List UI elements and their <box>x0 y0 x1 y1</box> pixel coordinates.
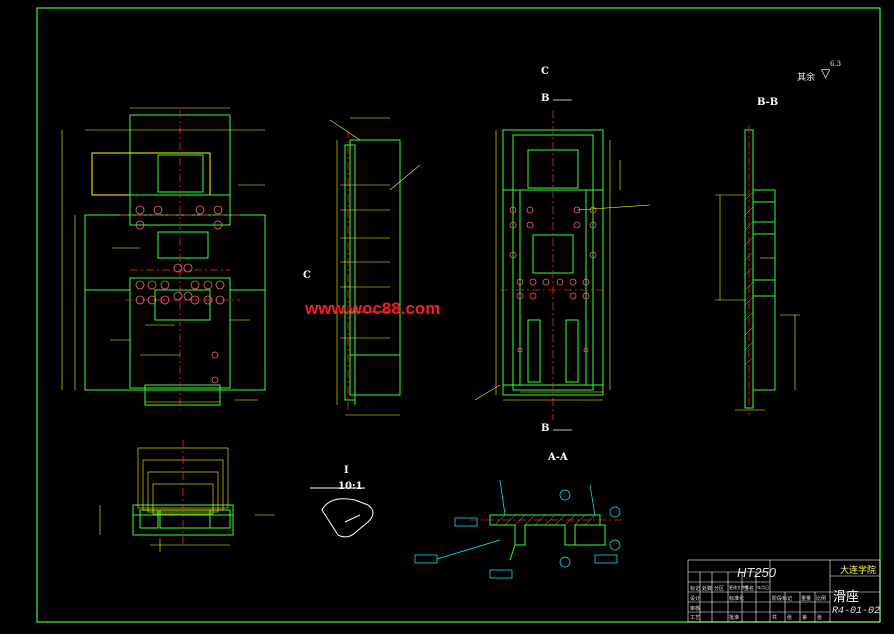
title-block-sign-label-0: 设计 <box>690 596 701 602</box>
section-c-side-label: C <box>303 270 311 281</box>
detail-scale: 10:1 <box>338 481 363 492</box>
front-view-centerlines <box>120 110 240 410</box>
view-c-section-arrows <box>553 99 572 431</box>
end-view-dimensions <box>99 447 275 552</box>
section-aa-body <box>489 514 606 561</box>
title-block-row-label-3: 更改文件号 <box>729 585 749 590</box>
title-block-stage-label-1: 重量 <box>801 596 812 602</box>
title-block-sheet-label-0: 共 <box>772 615 778 621</box>
view-bb-dimensions <box>715 194 800 411</box>
title-block-row-label-2: 分区 <box>714 586 725 592</box>
section-aa-annotations <box>414 479 621 579</box>
view-c-centerline <box>500 110 606 420</box>
front-view-plate <box>84 114 266 406</box>
title-block-stage-label-0: 阶段标记 <box>772 596 793 602</box>
title-block-sheet-label-1: 张 <box>787 615 793 621</box>
title-block-part-name: 滑座 <box>833 590 860 605</box>
side-view-features <box>329 117 421 416</box>
title-block-sheet-label-3: 张 <box>817 615 823 621</box>
view-c-title: C <box>541 66 549 77</box>
front-view-holes <box>135 205 225 384</box>
roughness-value: 6.3 <box>830 60 842 68</box>
detail-i-shape <box>310 487 374 538</box>
title-block-row-label-0: 标记 <box>690 586 701 592</box>
section-b-top-label: B <box>541 93 550 104</box>
title-block-grid <box>687 559 881 623</box>
title-block-drawing-code: R4-01-02 <box>832 606 881 617</box>
section-b-bottom-label: B <box>541 423 550 434</box>
roughness-note: 其余 <box>797 73 816 83</box>
view-c-dimensions <box>474 130 651 401</box>
title-block-sign-label-2: 审核 <box>690 606 701 612</box>
title-block-sign-label-4: 批准 <box>729 615 740 621</box>
title-block-row-label-5: 年月日 <box>757 585 769 590</box>
title-block-row-label-1: 处数 <box>702 586 713 592</box>
title-block-material: HT250 <box>737 565 777 580</box>
title-block-sign-label-1: 标准化 <box>729 596 745 602</box>
view-bb-title: B-B <box>757 97 779 108</box>
view-c-holes <box>509 206 597 353</box>
title-block-sign-label-3: 工艺 <box>690 615 701 621</box>
title-block-row-label-4: 签名 <box>744 586 755 592</box>
front-view-dimensions <box>61 107 265 403</box>
view-aa-title: A-A <box>548 452 568 463</box>
roughness-symbol-icon: ▽ <box>821 66 831 80</box>
title-block-organization: 大连学院 <box>840 566 877 576</box>
view-bb-body <box>744 129 776 409</box>
watermark: www.woc88.com <box>305 299 441 318</box>
drawing-border <box>36 7 881 623</box>
title-block-stage-label-2: 比例 <box>816 596 827 602</box>
title-block-sheet-label-2: 第 <box>802 615 808 621</box>
detail-label: I <box>344 465 349 476</box>
side-view-narrow <box>344 139 401 405</box>
